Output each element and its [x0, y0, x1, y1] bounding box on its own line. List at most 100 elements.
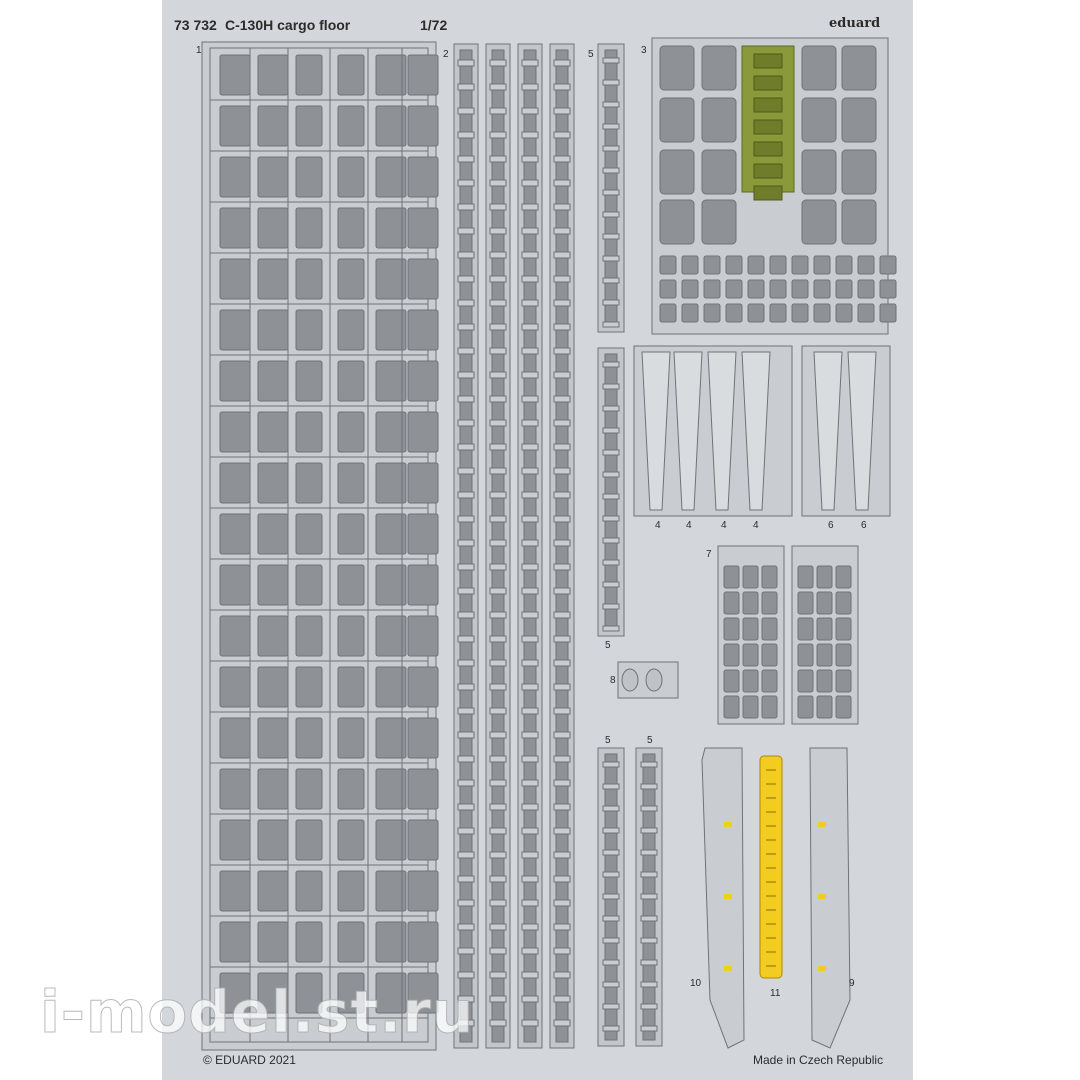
rail-stop: [553, 491, 571, 499]
grid-cell: [761, 643, 778, 667]
floor-panel: [337, 564, 365, 606]
rail-stop: [640, 849, 658, 856]
floor-panel: [257, 819, 289, 861]
grid-cell: [797, 565, 814, 589]
part-number: 4: [753, 520, 759, 531]
rail-stop: [602, 299, 620, 306]
floor-panel: [295, 564, 323, 606]
section-panel: [841, 45, 877, 91]
rail-stop: [457, 275, 475, 283]
rail-stop: [602, 383, 620, 390]
floor-panel: [295, 768, 323, 810]
rail-stop: [640, 959, 658, 966]
rail-stop: [521, 371, 539, 379]
rail-stop: [553, 275, 571, 283]
rail-stop: [489, 443, 507, 451]
rail-stop: [602, 471, 620, 478]
rail-stop: [602, 167, 620, 174]
rail-stop: [457, 371, 475, 379]
sheet-scale: 1/72: [420, 17, 448, 33]
rail-stop: [521, 299, 539, 307]
part-11-strip: [759, 755, 783, 979]
grid-cell: [761, 695, 778, 719]
section-cell: [725, 279, 743, 299]
rail-stop: [489, 275, 507, 283]
fairing: [641, 351, 671, 511]
floor-panel: [375, 258, 407, 300]
etch-sheet: 73 732 C-130H cargo floor 1/72 eduard © …: [162, 0, 913, 1080]
rail-stop: [521, 539, 539, 547]
rail-stop: [521, 323, 539, 331]
rail-stop: [457, 803, 475, 811]
floor-panel: [337, 870, 365, 912]
grid-cell: [723, 669, 740, 693]
rail-stop: [553, 227, 571, 235]
floor-panel: [337, 819, 365, 861]
floor-panel: [407, 972, 439, 1014]
section-cell: [703, 279, 721, 299]
rail-stop: [553, 59, 571, 67]
yellow-marker: [818, 822, 826, 827]
grid-cell: [761, 565, 778, 589]
floor-panel: [219, 768, 251, 810]
section-cell: [681, 279, 699, 299]
origin-text: Made in Czech Republic: [753, 1053, 884, 1067]
rail-stop: [553, 251, 571, 259]
rail-stop: [602, 1003, 620, 1010]
rail-stop: [521, 659, 539, 667]
rail-stop: [553, 827, 571, 835]
rail-stop: [640, 761, 658, 768]
rail-stop: [489, 179, 507, 187]
olive-slot: [753, 185, 783, 201]
part-number: 6: [861, 520, 867, 531]
rail-stop: [457, 227, 475, 235]
rail-stop: [553, 395, 571, 403]
rail-stop: [489, 299, 507, 307]
rail-stop: [457, 107, 475, 115]
section-cell: [681, 303, 699, 323]
rail-stop: [521, 347, 539, 355]
rail-stop: [457, 347, 475, 355]
grid-cell: [816, 669, 833, 693]
section-cell: [835, 279, 853, 299]
floor-panel: [337, 54, 365, 96]
rail-stop: [553, 443, 571, 451]
rail-stop: [489, 659, 507, 667]
part-number: 5: [647, 735, 653, 746]
rail-stop: [457, 635, 475, 643]
yellow-marker: [818, 966, 826, 971]
section-cell: [747, 279, 765, 299]
rail-stop: [457, 131, 475, 139]
rail-stop: [602, 101, 620, 108]
rail-stop: [602, 123, 620, 130]
rail-stop: [553, 347, 571, 355]
floor-panel: [219, 615, 251, 657]
grid-cell: [835, 591, 852, 615]
floor-panel: [337, 258, 365, 300]
rail-stop: [521, 851, 539, 859]
floor-panel: [375, 666, 407, 708]
rail-stop: [521, 923, 539, 931]
clip: [621, 668, 639, 692]
rail-stop: [553, 611, 571, 619]
rail-stop: [489, 467, 507, 475]
floor-panel: [257, 972, 289, 1014]
rail-stop: [602, 625, 620, 632]
floor-panel: [407, 870, 439, 912]
floor-panel: [295, 717, 323, 759]
floor-panel: [375, 156, 407, 198]
rail-stop: [489, 395, 507, 403]
rail-stop: [457, 179, 475, 187]
grid-cell: [742, 565, 759, 589]
floor-panel: [257, 921, 289, 963]
grid-cell: [835, 643, 852, 667]
part-number: 8: [610, 675, 616, 686]
rail-stop: [457, 875, 475, 883]
rail-stop: [602, 189, 620, 196]
floor-panel: [295, 54, 323, 96]
rail-stop: [553, 323, 571, 331]
section-panel: [701, 45, 737, 91]
rail-stop: [602, 427, 620, 434]
section-panel: [659, 45, 695, 91]
rail-stop: [457, 683, 475, 691]
